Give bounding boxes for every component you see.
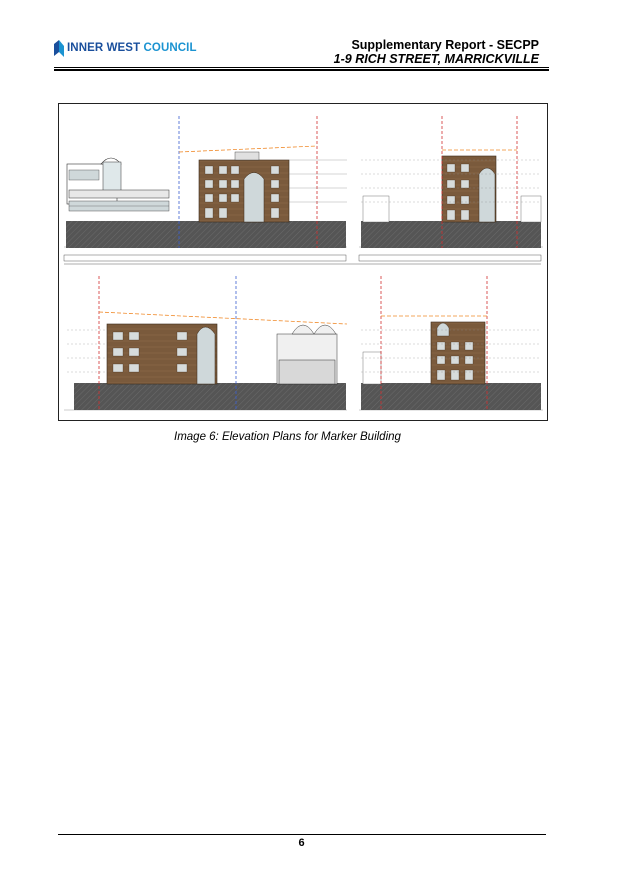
drawing-titles-strip	[63, 254, 542, 265]
page-number: 6	[298, 837, 305, 849]
marker-building-elevation	[198, 151, 290, 223]
elevation-panel-2	[359, 116, 543, 248]
header-divider-thick	[54, 69, 549, 71]
elevation-panel-3	[64, 276, 348, 411]
elevation-drawings	[63, 116, 543, 411]
report-subtitle: 1-9 RICH STREET, MARRICKVILLE	[333, 52, 539, 66]
header-divider	[54, 67, 549, 68]
figure-caption: Image 6: Elevation Plans for Marker Buil…	[174, 431, 401, 443]
report-title: Supplementary Report - SECPP	[351, 38, 539, 52]
council-logo-icon	[54, 39, 64, 57]
footer-divider	[58, 834, 546, 835]
neighbour-building	[66, 157, 170, 212]
council-logo: INNER WEST COUNCIL	[54, 38, 197, 58]
elevation-plans-figure	[58, 103, 548, 421]
elevation-panel-1	[64, 116, 347, 248]
elevation-panel-4	[359, 276, 543, 411]
logo-text: INNER WEST COUNCIL	[67, 42, 197, 54]
